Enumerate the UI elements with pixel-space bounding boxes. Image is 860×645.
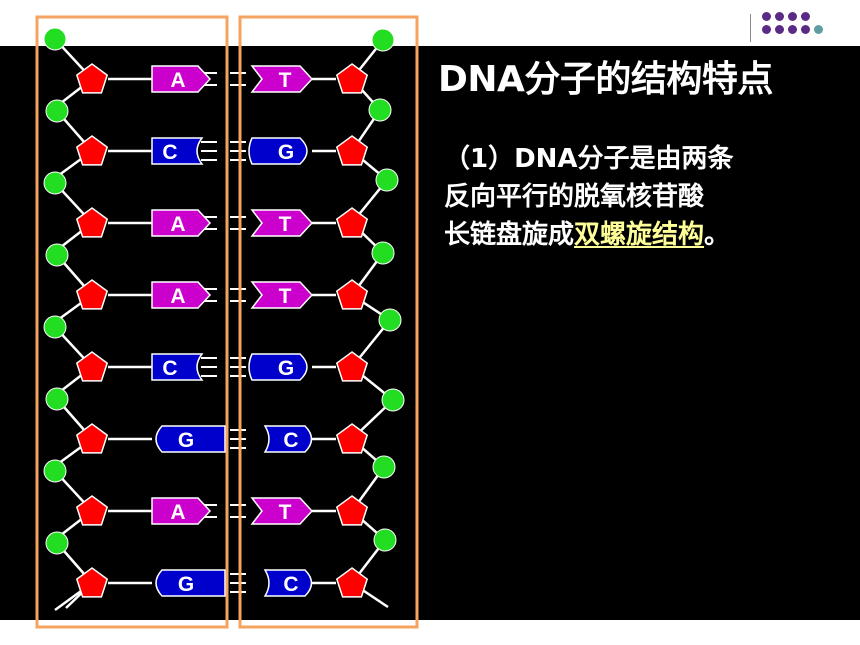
- base-label: A: [170, 501, 185, 524]
- base-label: A: [170, 213, 185, 236]
- base-label: C: [283, 429, 298, 452]
- base-label: A: [170, 69, 185, 92]
- deoxyribose-pentagon-icon: [75, 207, 109, 238]
- phosphate-circle-icon: [45, 531, 69, 555]
- base-arrow-icon: [250, 281, 314, 309]
- description-line-3-suffix: 。: [704, 220, 731, 250]
- description-line-2: 反向平行的脱氧核苷酸: [444, 182, 705, 212]
- base-arrow-icon: [151, 497, 212, 525]
- base-arrow-icon: [250, 65, 314, 93]
- base-rounded-icon: [155, 425, 226, 453]
- deoxyribose-pentagon-icon: [75, 423, 109, 454]
- base-arrow-icon: [151, 281, 212, 309]
- base-arrow-icon: [151, 65, 212, 93]
- phosphate-circle-icon: [45, 99, 69, 123]
- deoxyribose-pentagon-icon: [335, 279, 369, 310]
- logo-dot: [801, 12, 810, 21]
- logo-dot: [801, 25, 810, 34]
- base-label: T: [279, 213, 292, 236]
- nucleobases: A T C G A T A T C G G C A T G C: [151, 65, 314, 597]
- logo-dot: [762, 25, 771, 34]
- deoxyribose-pentagon-icon: [335, 351, 369, 382]
- base-arrow-icon: [151, 209, 212, 237]
- phosphate-circle-icon: [372, 455, 396, 479]
- base-label: T: [279, 285, 292, 308]
- deoxyribose-sugars: [75, 63, 369, 598]
- logo-dot: [788, 25, 797, 34]
- base-label: G: [278, 357, 294, 380]
- deoxyribose-pentagon-icon: [75, 567, 109, 598]
- logo-dot: [814, 25, 823, 34]
- base-label: T: [279, 501, 292, 524]
- base-arrow-icon: [250, 209, 314, 237]
- base-rounded-icon: [248, 353, 308, 381]
- base-rounded-icon: [155, 569, 226, 597]
- deoxyribose-pentagon-icon: [75, 279, 109, 310]
- base-label: T: [279, 69, 292, 92]
- logo-dot: [762, 12, 771, 21]
- slide-title: DNA分子的结构特点: [438, 59, 773, 100]
- phosphate-circle-icon: [45, 387, 69, 411]
- base-label: C: [283, 573, 298, 596]
- deoxyribose-pentagon-icon: [75, 135, 109, 166]
- deoxyribose-pentagon-icon: [335, 135, 369, 166]
- left-strand-box: [35, 15, 229, 629]
- deoxyribose-pentagon-icon: [75, 495, 109, 526]
- deoxyribose-pentagon-icon: [335, 423, 369, 454]
- logo-dot: [775, 25, 784, 34]
- deoxyribose-pentagon-icon: [335, 207, 369, 238]
- base-rounded-icon: [263, 569, 313, 597]
- phosphate-circle-icon: [43, 459, 67, 483]
- right-strand-box: [238, 15, 419, 629]
- base-rounded-icon: [248, 137, 308, 165]
- double-helix-highlight: 双螺旋结构: [574, 220, 705, 250]
- phosphate-circle-icon: [378, 308, 402, 332]
- deoxyribose-pentagon-icon: [75, 63, 109, 94]
- deoxyribose-pentagon-icon: [335, 63, 369, 94]
- phosphate-circle-icon: [43, 171, 67, 195]
- description-line-1: （1）DNA分子是由两条: [444, 144, 734, 174]
- base-rounded-icon: [151, 137, 204, 165]
- deoxyribose-pentagon-icon: [335, 495, 369, 526]
- deoxyribose-pentagon-icon: [75, 351, 109, 382]
- description-line-3: 长链盘旋成双螺旋结构。: [444, 216, 844, 254]
- slide-background: [0, 46, 860, 620]
- phosphate-groups: [43, 27, 405, 555]
- description-line-3-prefix: 长链盘旋成: [444, 220, 575, 250]
- phosphate-circle-icon: [371, 28, 395, 52]
- base-label: C: [162, 141, 177, 164]
- phosphate-circle-icon: [368, 98, 392, 122]
- base-label: G: [178, 429, 194, 452]
- phosphate-circle-icon: [373, 528, 397, 552]
- base-rounded-icon: [263, 425, 313, 453]
- description-text: （1）DNA分子是由两条 反向平行的脱氧核苷酸 长链盘旋成双螺旋结构。: [444, 140, 844, 254]
- phosphate-circle-icon: [45, 243, 69, 267]
- phosphate-circle-icon: [375, 168, 399, 192]
- logo-dot: [775, 12, 784, 21]
- base-label: A: [170, 285, 185, 308]
- phosphate-circle-icon: [381, 388, 405, 412]
- logo-dot: [788, 12, 797, 21]
- logo-divider: [750, 14, 751, 42]
- base-label: C: [162, 357, 177, 380]
- phosphate-circle-icon: [43, 315, 67, 339]
- base-rounded-icon: [151, 353, 204, 381]
- phosphate-circle-icon: [371, 241, 395, 265]
- deoxyribose-pentagon-icon: [335, 567, 369, 598]
- base-arrow-icon: [250, 497, 314, 525]
- logo-dots-icon: [762, 12, 828, 44]
- phosphate-circle-icon: [43, 27, 67, 51]
- base-label: G: [278, 141, 294, 164]
- base-label: G: [178, 573, 194, 596]
